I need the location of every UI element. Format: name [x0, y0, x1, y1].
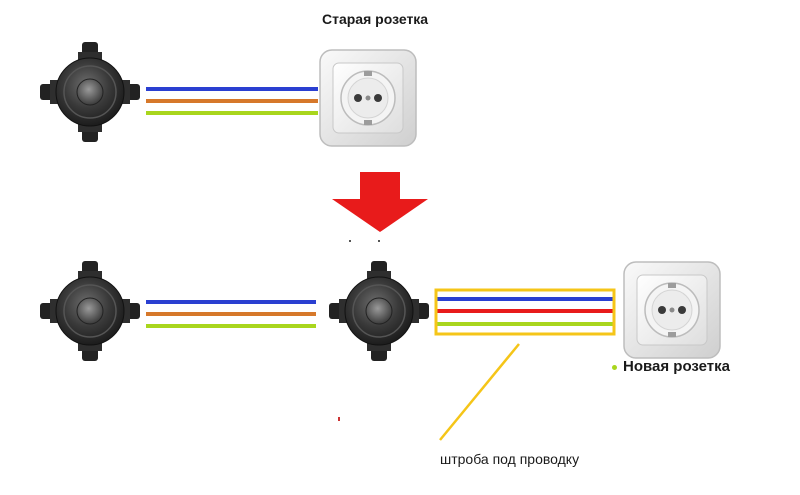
- arrow-down-icon: [332, 172, 428, 232]
- speck: [338, 417, 340, 421]
- socket-icon: [623, 261, 721, 359]
- new-socket-label: Новая розетка: [612, 358, 730, 375]
- old-socket-label: Старая розетка: [322, 11, 429, 27]
- junction-box-icon: [39, 41, 141, 143]
- leader-line: [439, 343, 520, 441]
- wire-chase-outline: [434, 288, 616, 336]
- junction-box-icon: [328, 260, 430, 362]
- wire-chase-label: штроба под проводку: [440, 451, 580, 467]
- socket-icon: [319, 49, 417, 147]
- speck: [378, 240, 380, 242]
- speck: [349, 240, 351, 242]
- new-socket-text: Новая розетка: [623, 358, 731, 375]
- bullet-dot: [612, 364, 617, 370]
- junction-box-icon: [39, 260, 141, 362]
